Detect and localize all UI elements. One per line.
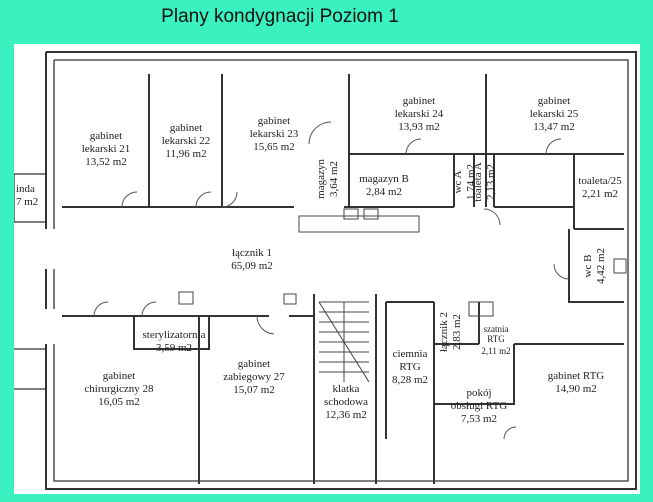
walls	[14, 51, 637, 490]
stairs	[318, 301, 370, 383]
room-label-toaleta-a: toaleta A2,13 m2	[472, 162, 497, 201]
room-label-lacznik-2: łącznik 22,83 m2	[438, 312, 463, 352]
door-swings	[93, 121, 570, 440]
fixtures	[178, 208, 627, 317]
room-label-magazyn: magazyn3,64 m2	[315, 159, 340, 199]
room-label-wc-b: wc B4,42 m2	[582, 248, 607, 284]
page-title: Plany kondygnacji Poziom 1	[161, 6, 399, 27]
room-label-wc-a: wc A1,74 m2	[452, 164, 477, 200]
